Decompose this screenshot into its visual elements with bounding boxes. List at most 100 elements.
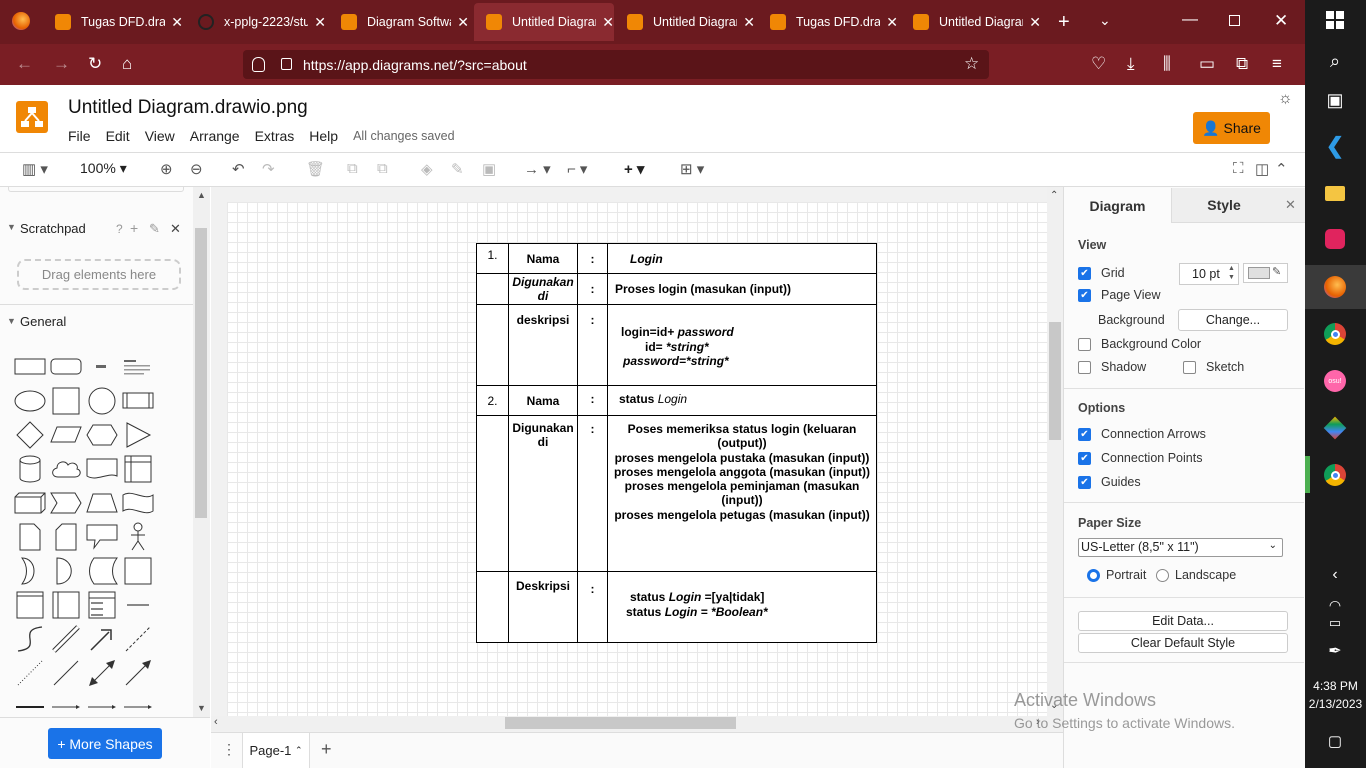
close-panel-icon[interactable]: ✕ <box>1276 188 1305 223</box>
new-tab-icon[interactable]: + <box>1058 11 1070 33</box>
search-icon[interactable]: ⌕ <box>1329 50 1341 71</box>
canvas-vscroll-thumb[interactable] <box>1049 322 1061 440</box>
sketch-checkbox[interactable] <box>1183 360 1196 374</box>
menu-help[interactable]: Help <box>309 128 339 144</box>
paper-size-select[interactable]: US-Letter (8,5" x 11")⌄ <box>1078 538 1283 557</box>
to-back-icon[interactable]: ⧉ <box>377 160 388 177</box>
pocket-icon[interactable]: ♡ <box>1091 54 1107 73</box>
more-shapes-button[interactable]: + More Shapes <box>48 728 162 759</box>
shape-arrow[interactable] <box>84 622 120 656</box>
guides-checkbox[interactable]: ✔ <box>1078 475 1091 489</box>
tab-5[interactable]: Untitled Diagram✕ <box>615 5 755 39</box>
tab-2[interactable]: x-pplg-2223/stu✕ <box>186 5 326 39</box>
portrait-radio[interactable] <box>1087 568 1100 582</box>
shape-textbox[interactable] <box>120 350 156 384</box>
show-hidden-icons-chevron-icon[interactable]: ‹ <box>1332 566 1338 583</box>
close-icon[interactable]: ✕ <box>886 13 898 30</box>
portrait-option[interactable]: Portrait <box>1087 568 1146 582</box>
notifications-icon[interactable]: ▢ <box>1327 733 1343 750</box>
scratchpad-close-icon[interactable]: ✕ <box>170 221 181 236</box>
close-window-icon[interactable]: ✕ <box>1274 11 1289 30</box>
tab-1[interactable]: Tugas DFD.drawio✕ <box>43 5 183 39</box>
close-icon[interactable]: ✕ <box>602 13 614 30</box>
fill-color-icon[interactable]: ◈ <box>421 161 433 178</box>
start-windows-icon[interactable] <box>1320 5 1350 35</box>
scroll-down-icon[interactable]: ▼ <box>197 703 206 713</box>
shape-connector-label[interactable] <box>48 690 84 724</box>
shape-data-storage[interactable] <box>84 554 120 588</box>
zoom-out-icon[interactable]: ⊖ <box>190 161 203 178</box>
extensions-icon[interactable]: ⧉ <box>1236 54 1249 73</box>
change-background-button[interactable]: Change... <box>1178 309 1288 331</box>
pen-icon[interactable]: ✒ <box>1328 643 1342 660</box>
page-view-checkbox[interactable]: ✔ <box>1078 288 1091 302</box>
scroll-left-icon[interactable]: ‹ <box>214 716 218 728</box>
add-page-icon[interactable]: + <box>321 739 332 759</box>
shape-card[interactable] <box>48 520 84 554</box>
shape-hexagon[interactable] <box>84 418 120 452</box>
menu-file[interactable]: File <box>68 128 91 144</box>
chrome-icon[interactable] <box>1320 319 1350 349</box>
bookmark-star-icon[interactable]: ☆ <box>964 54 980 73</box>
shape-connector-3-labels[interactable] <box>120 690 156 724</box>
close-icon[interactable]: ✕ <box>171 13 183 30</box>
tab-6[interactable]: Tugas DFD.drawio✕ <box>758 5 898 39</box>
page-tab-1[interactable]: Page-1 ⌃ <box>242 733 310 768</box>
scroll-up-icon[interactable]: ⌃ <box>1050 190 1059 201</box>
close-icon[interactable]: ✕ <box>314 13 326 30</box>
table-icon[interactable]: ⊞ ▾ <box>680 161 705 178</box>
shape-bidirectional-connector[interactable] <box>84 656 120 690</box>
sidebar-icon[interactable]: ▭ <box>1199 54 1216 73</box>
shape-or[interactable] <box>12 554 48 588</box>
background-color-checkbox[interactable] <box>1078 337 1091 351</box>
tab-diagram[interactable]: Diagram <box>1064 188 1171 223</box>
app-icon[interactable] <box>1320 224 1350 254</box>
shape-circle[interactable] <box>84 384 120 418</box>
shape-delay[interactable] <box>48 554 84 588</box>
zoom-in-icon[interactable]: ⊕ <box>160 161 173 178</box>
tab-4-active[interactable]: Untitled Diagram✕ <box>474 3 614 41</box>
shape-actor[interactable] <box>120 520 156 554</box>
shape-list[interactable] <box>84 588 120 622</box>
menu-extras[interactable]: Extras <box>254 128 295 144</box>
forward-icon[interactable]: → <box>53 54 70 73</box>
shield-icon[interactable] <box>252 57 265 72</box>
share-button[interactable]: 👤Share <box>1193 112 1270 144</box>
shape-rectangle[interactable] <box>12 350 48 384</box>
grid-color-button[interactable] <box>1243 263 1288 283</box>
close-icon[interactable]: ✕ <box>1029 13 1041 30</box>
downloads-icon[interactable]: ⤓ <box>1127 54 1135 73</box>
library-icon[interactable]: ⫼ <box>1163 54 1171 73</box>
vscode-icon[interactable]: ❮ <box>1325 133 1345 158</box>
shape-dotted-line[interactable] <box>12 656 48 690</box>
canvas-vertical-scrollbar[interactable] <box>1047 187 1063 717</box>
menu-view[interactable]: View <box>144 128 175 144</box>
shape-step[interactable] <box>48 486 84 520</box>
menu-arrange[interactable]: Arrange <box>189 128 240 144</box>
shape-cylinder[interactable] <box>12 452 48 486</box>
shape-text[interactable] <box>84 350 120 384</box>
url-bar[interactable]: https://app.diagrams.net/?src=about <box>243 50 989 79</box>
app-diamond-icon[interactable] <box>1320 413 1350 443</box>
tab-3[interactable]: Diagram Software✕ <box>329 5 469 39</box>
shape-curve[interactable] <box>12 622 48 656</box>
connection-arrows-option[interactable]: ✔Connection Arrows <box>1078 427 1206 441</box>
grid-checkbox[interactable]: ✔ <box>1078 266 1091 280</box>
battery-icon[interactable]: ▭ <box>1328 615 1342 630</box>
shape-rounded-rectangle[interactable] <box>48 350 84 384</box>
chrome-profile-icon[interactable] <box>1320 460 1350 490</box>
to-front-icon[interactable]: ⧉ <box>347 160 358 177</box>
waypoints-icon[interactable]: ⌐ ▾ <box>567 161 588 178</box>
home-icon[interactable]: ⌂ <box>122 54 133 73</box>
zoom-select[interactable]: 100% ▾ <box>80 160 127 176</box>
shape-vertical-container[interactable] <box>48 588 84 622</box>
collapse-triangle-icon[interactable]: ▼ <box>7 316 16 326</box>
format-panel-toggle-icon[interactable]: ▥ ▾ <box>22 161 48 178</box>
menu-edit[interactable]: Edit <box>105 128 130 144</box>
format-panel-icon[interactable]: ◫ <box>1255 161 1270 178</box>
shape-diamond[interactable] <box>12 418 48 452</box>
wifi-icon[interactable]: ◠ <box>1328 596 1342 613</box>
scroll-right-icon[interactable]: › <box>1036 716 1040 728</box>
osu-icon[interactable]: osu! <box>1320 366 1350 396</box>
shape-connector-2-labels[interactable] <box>84 690 120 724</box>
